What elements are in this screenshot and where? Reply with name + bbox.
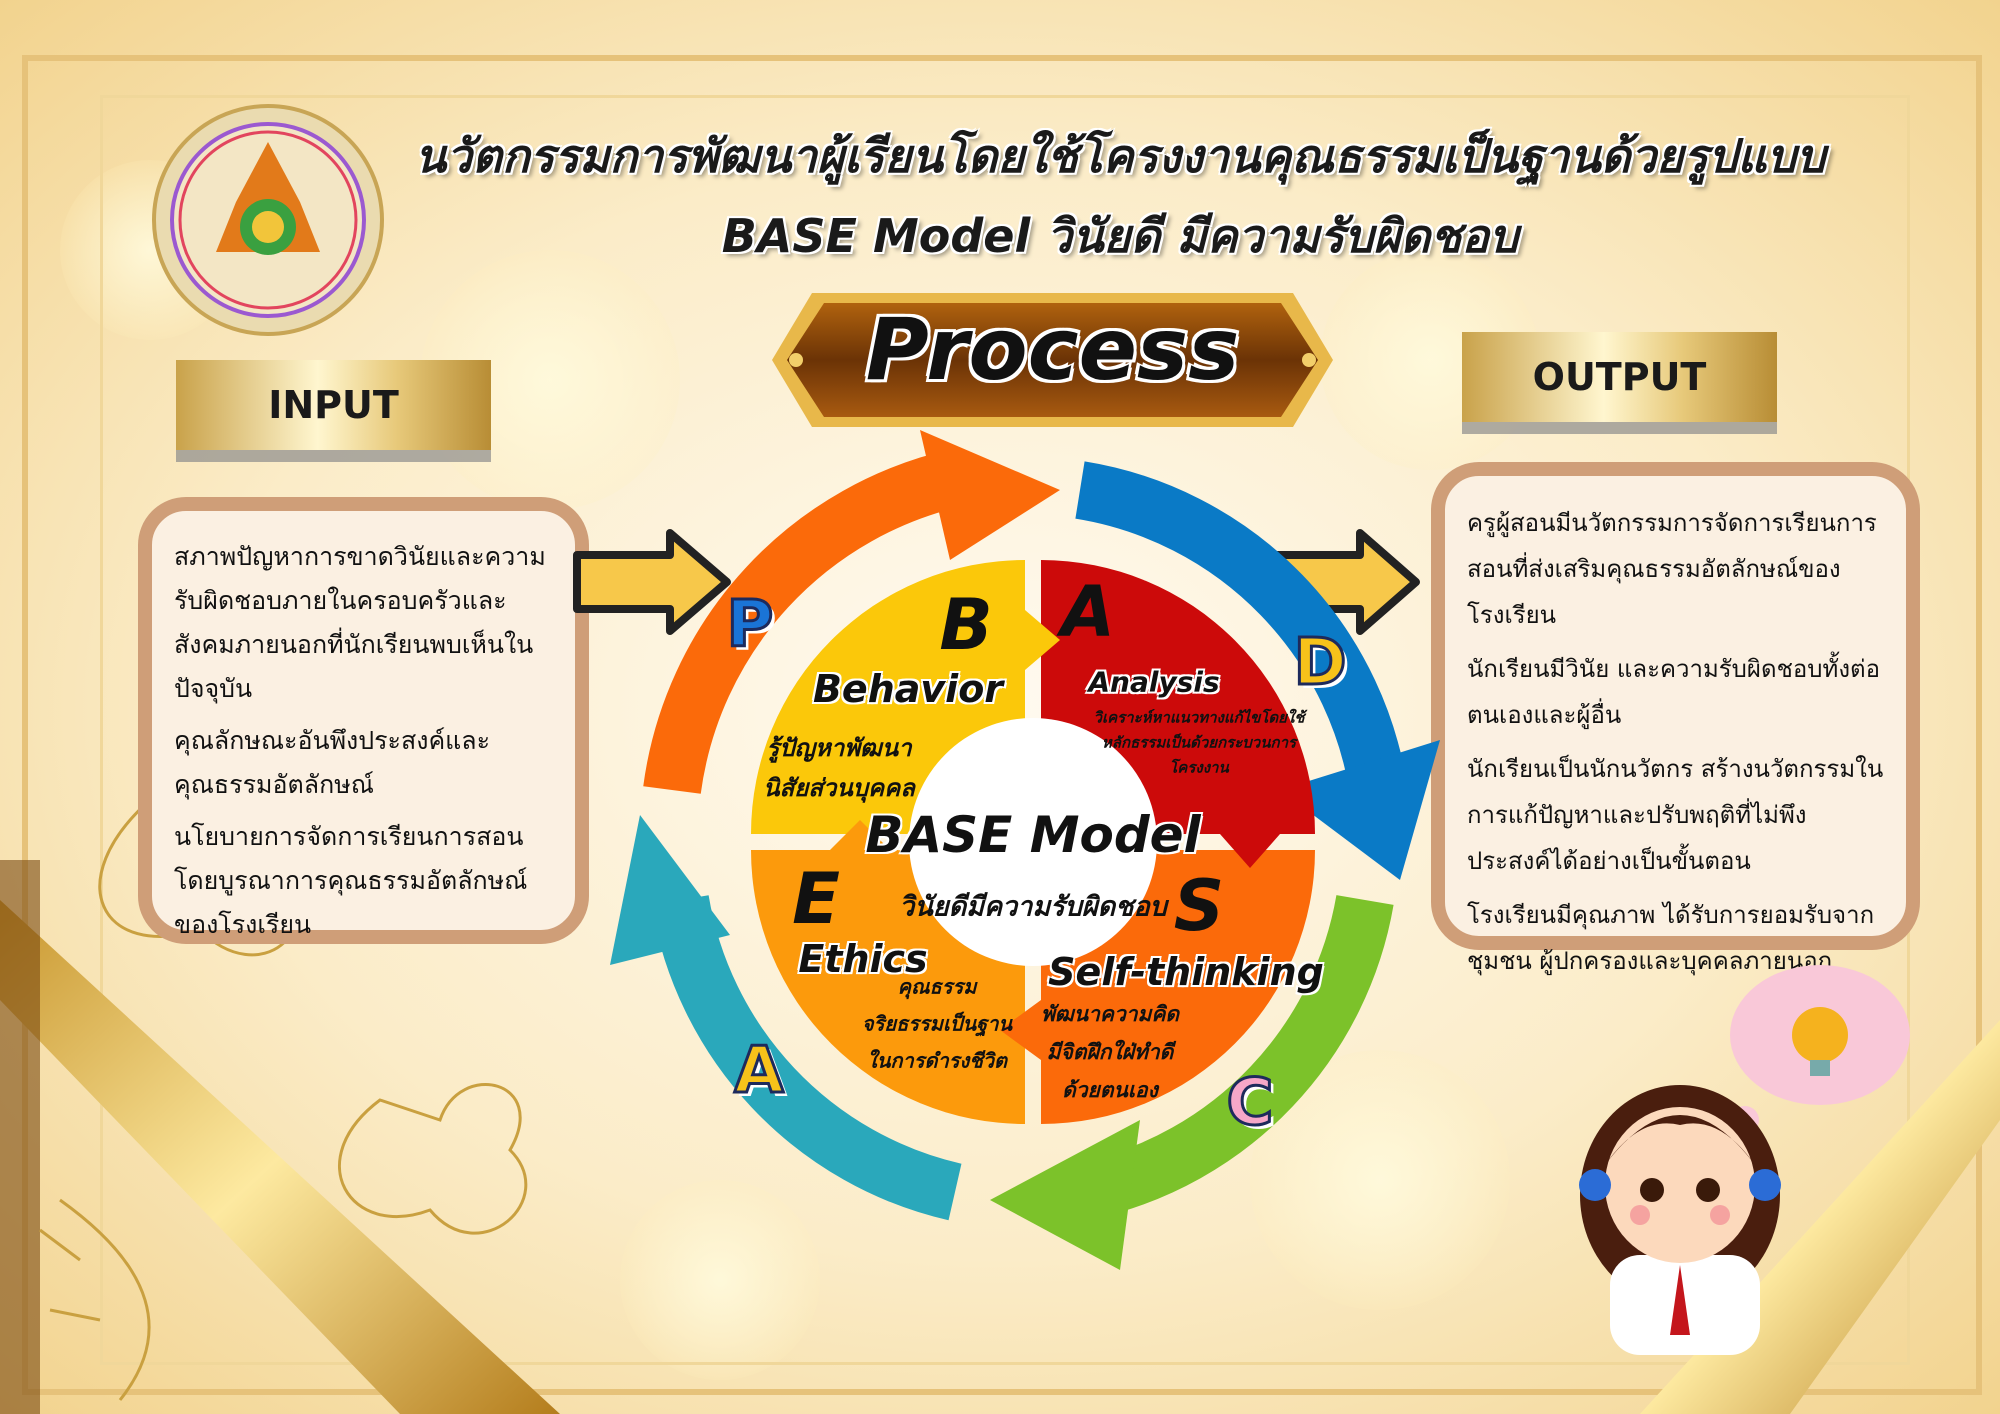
output-item: ครูผู้สอนมีนวัตกรรมการจัดการเรียนการสอนท… bbox=[1467, 509, 1877, 629]
title-line-1: นวัตกรรมการพัฒนาผู้เรียนโดยใช้โครงงานคุณ… bbox=[414, 129, 1826, 183]
output-label: OUTPUT bbox=[1462, 332, 1777, 422]
e-letter: E bbox=[792, 858, 840, 940]
cycle-arrow-d bbox=[1075, 461, 1409, 804]
cycle-arrow-a bbox=[651, 895, 962, 1221]
input-arrow-icon bbox=[573, 529, 731, 635]
a-desc-line: โครงงาน bbox=[1169, 758, 1229, 777]
b-desc-line: รู้ปัญหาพัฒนา bbox=[766, 734, 912, 762]
cycle-letter-p: P bbox=[725, 587, 775, 664]
a-desc-line: วิเคราะห์หาแนวทางแก้ไขโดยใช้ bbox=[1093, 708, 1305, 727]
s-desc-line: พัฒนาความคิด bbox=[1040, 1002, 1180, 1026]
bokeh bbox=[620, 1180, 820, 1380]
a-desc-line: หลักธรรมเป็นด้วยกระบวนการ bbox=[1101, 733, 1297, 752]
cycle-arrow-c bbox=[1083, 894, 1394, 1219]
input-item: นโยบายการจัดการเรียนการสอนโดยบูรณาการคุณ… bbox=[174, 822, 528, 939]
school-logo bbox=[152, 104, 384, 336]
input-box: สภาพปัญหาการขาดวินัยและความรับผิดชอบภายใ… bbox=[138, 497, 589, 944]
a-desc: วิเคราะห์หาแนวทางแก้ไขโดยใช้หลักธรรมเป็น… bbox=[1094, 706, 1305, 781]
cycle-letter-c: C bbox=[1225, 1065, 1275, 1142]
output-box: ครูผู้สอนมีนวัตกรรมการจัดการเรียนการสอนท… bbox=[1431, 462, 1920, 975]
input-item: สภาพปัญหาการขาดวินัยและความรับผิดชอบภายใ… bbox=[174, 542, 546, 703]
cycle-letter-a: A bbox=[733, 1033, 786, 1110]
model-name: BASE Model bbox=[865, 806, 1201, 864]
e-desc-line: จริยธรรมเป็นฐาน bbox=[861, 1011, 1013, 1036]
b-desc-line: นิสัยส่วนบุคคล bbox=[763, 774, 915, 802]
b-desc: รู้ปัญหาพัฒนานิสัยส่วนบุคคล bbox=[763, 728, 915, 808]
s-desc-line: ด้วยตนเอง bbox=[1062, 1078, 1158, 1102]
e-desc: คุณธรรมจริยธรรมเป็นฐานในการดำรงชีวิต bbox=[862, 969, 1012, 1080]
s-desc: พัฒนาความคิดมีจิตฝึกใฝ่ทำดีด้วยตนเอง bbox=[1041, 995, 1179, 1109]
cycle-arrow-p bbox=[643, 448, 967, 794]
model-subtitle: วินัยดีมีความรับผิดชอบ bbox=[899, 891, 1167, 923]
a-word: Analysis bbox=[1088, 665, 1220, 699]
output-item: นักเรียนเป็นนักนวัตกร สร้างนวัตกรรมในการ… bbox=[1467, 755, 1884, 875]
process-banner bbox=[772, 293, 1333, 427]
input-item: คุณลักษณะอันพึงประสงค์และคุณธรรมอัตลักษณ… bbox=[174, 726, 491, 799]
s-letter: S bbox=[1173, 865, 1225, 947]
output-item: นักเรียนมีวินัย และความรับผิดชอบทั้งต่อต… bbox=[1467, 655, 1881, 729]
input-label: INPUT bbox=[176, 360, 491, 450]
b-letter: B bbox=[939, 584, 993, 666]
gold-frame bbox=[22, 55, 1982, 1395]
output-item: โรงเรียนมีคุณภาพ ได้รับการยอมรับจากชุมชน… bbox=[1467, 901, 1875, 975]
a-letter: A bbox=[1060, 571, 1116, 653]
e-desc-line: ในการดำรงชีวิต bbox=[866, 1048, 1008, 1073]
b-word: Behavior bbox=[812, 667, 1004, 711]
title-line-2: BASE Model วินัยดี มีความรับผิดชอบ bbox=[721, 209, 1519, 263]
s-word: Self-thinking bbox=[1048, 950, 1324, 994]
thinking-girl-illustration bbox=[1579, 965, 1910, 1355]
cycle-letter-d: D bbox=[1292, 625, 1348, 702]
s-desc-line: มีจิตฝึกใฝ่ทำดี bbox=[1046, 1040, 1174, 1064]
e-word: Ethics bbox=[798, 937, 928, 981]
process-label: Process bbox=[865, 300, 1240, 400]
e-desc-line: คุณธรรม bbox=[897, 974, 977, 999]
